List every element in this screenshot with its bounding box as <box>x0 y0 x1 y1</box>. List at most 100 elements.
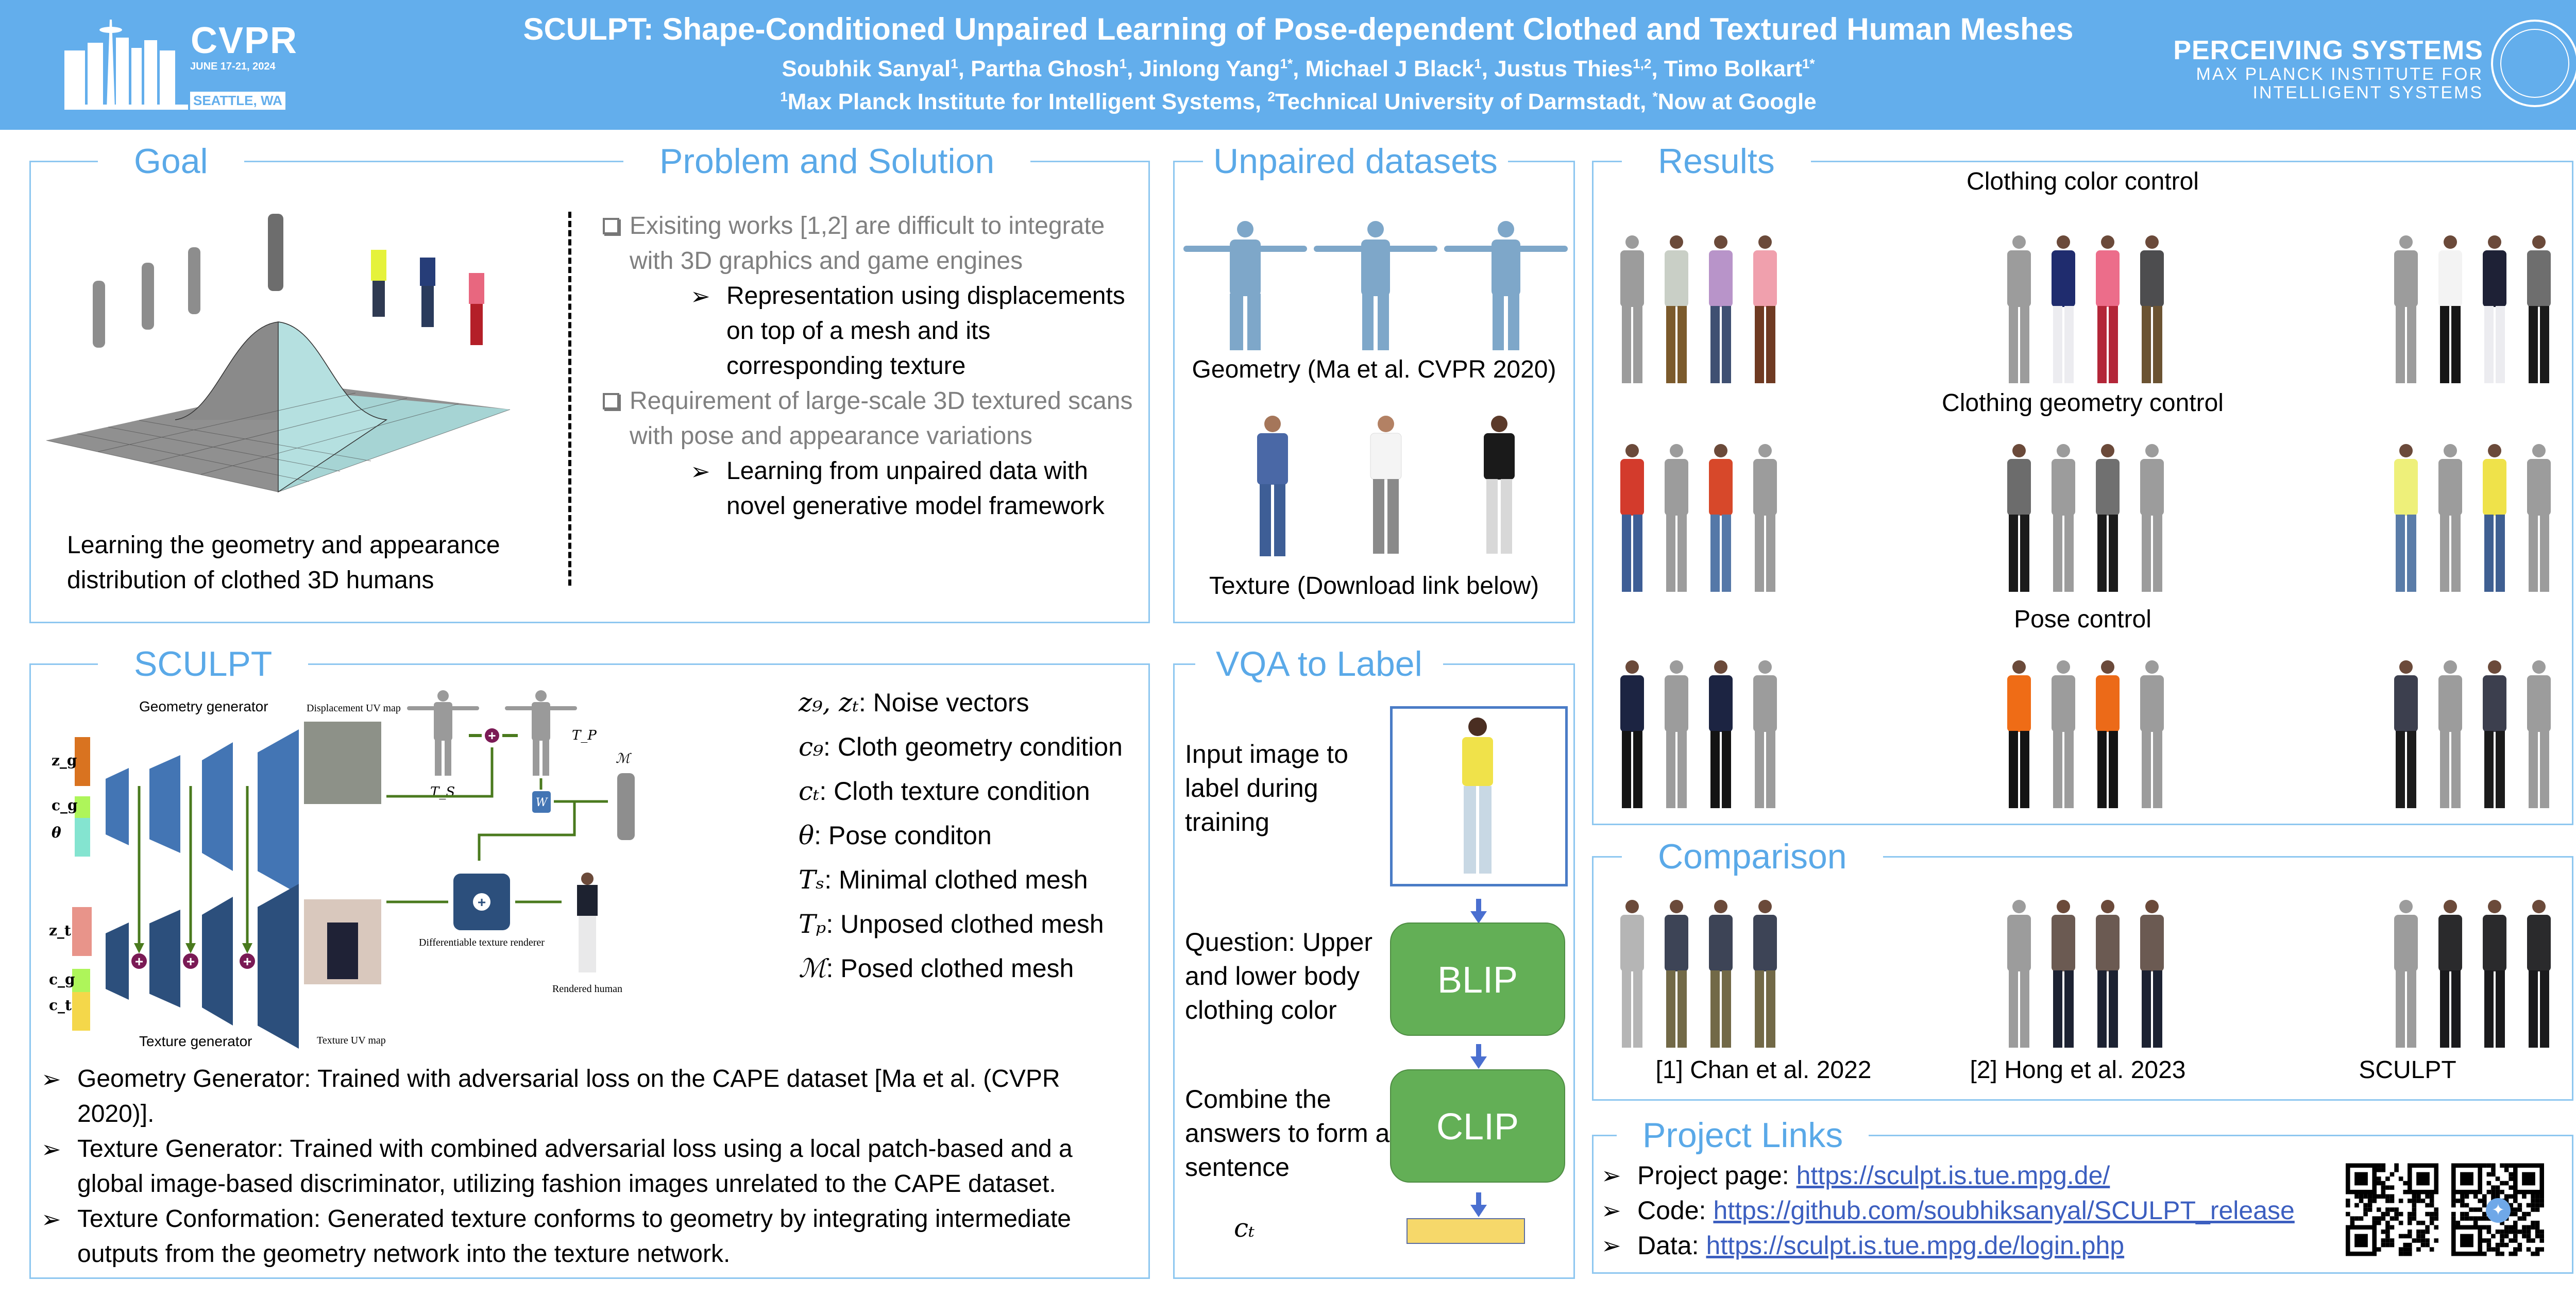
unposed-mesh-tp <box>543 740 549 776</box>
plus-node-icon <box>485 728 499 743</box>
input-symbol: c_t <box>49 997 72 1014</box>
textured-figures <box>371 250 484 345</box>
conference-dates: JUNE 17-21, 2024 <box>190 61 276 72</box>
institute-logo: PERCEIVING SYSTEMS MAX PLANCK INSTITUTE … <box>2154 36 2483 102</box>
links-title: Project Links <box>1617 1115 1869 1156</box>
legend-row: θ: Pose conditon <box>799 813 1149 858</box>
legend-description: : Minimal clothed mesh <box>824 865 1088 894</box>
pose-control-row <box>1614 641 2557 811</box>
minimal-mesh-ts <box>437 690 449 702</box>
fashion-photo <box>1484 416 1515 554</box>
flow-arrow-icon <box>1470 1044 1487 1069</box>
minimal-mesh-ts <box>434 702 452 741</box>
input-symbol: c_g <box>49 971 75 988</box>
displacement-uv-map-image <box>304 722 381 804</box>
plus-symbol: + <box>135 953 143 969</box>
input-fashion-photo <box>1462 718 1493 874</box>
cape-mesh-image <box>1183 221 1307 350</box>
theta-input-bar <box>75 818 90 857</box>
renderer-input-arrow <box>478 801 576 861</box>
c-g-input-bar <box>72 969 90 992</box>
arrowhead-icon <box>185 943 196 953</box>
input-symbol: z_t <box>49 922 71 939</box>
mesh-render <box>1665 444 1688 592</box>
flow-arrow-icon <box>1470 899 1487 924</box>
method-label: [2] Hong et al. 2023 <box>1970 1056 2186 1084</box>
poster-title: SCULPT: Shape-Conditioned Unpaired Learn… <box>523 12 2074 46</box>
figure-group <box>2388 896 2557 1051</box>
textured-render <box>2483 444 2506 592</box>
textured-render <box>2483 235 2506 383</box>
project-page-link[interactable]: https://sculpt.is.tue.mpg.de/ <box>1796 1161 2110 1190</box>
color-control-row <box>1614 216 2557 386</box>
bullet-text: Geometry Generator: Trained with adversa… <box>77 1065 1060 1128</box>
textured-render <box>2527 235 2551 383</box>
mesh-render <box>2140 444 2164 592</box>
renderer-label: Differentiable texture renderer <box>419 937 545 948</box>
solution-item: ➢ Learning from unpaired data with novel… <box>690 454 1144 524</box>
figure-group <box>2001 440 2170 595</box>
geometry-generator-block <box>149 755 180 853</box>
data-link[interactable]: https://sculpt.is.tue.mpg.de/login.php <box>1706 1231 2125 1260</box>
textured-render <box>1753 235 1777 383</box>
legend-row: Tₚ: Unposed clothed mesh <box>799 902 1149 946</box>
legend-symbol: Tₚ <box>799 909 826 939</box>
qr-code-project[interactable] <box>2346 1162 2438 1257</box>
plus-node-icon <box>240 953 255 969</box>
problem-item: Exisiting works [1,2] are difficult to i… <box>603 209 1144 279</box>
displacement-map-label: Displacement UV map <box>307 703 401 714</box>
conference-location: SEATTLE, WA <box>190 92 285 110</box>
sculpt-title: SCULPT <box>98 643 309 685</box>
poster-header: CVPR JUNE 17-21, 2024 SEATTLE, WA SCULPT… <box>0 0 2576 130</box>
geometry-samples <box>1180 203 1571 353</box>
qr-finder-pattern <box>2346 1225 2377 1256</box>
z-t-input-bar <box>72 907 92 956</box>
mesh-render <box>2527 660 2551 808</box>
rendered-human-image <box>577 885 598 916</box>
textured-render <box>1709 660 1733 808</box>
figure-group <box>1614 896 1783 1051</box>
legend-description: : Noise vectors <box>858 688 1029 717</box>
arrowhead-icon <box>242 943 252 953</box>
arrow-bullet-icon: ➢ <box>41 1206 61 1233</box>
results-title: Results <box>1622 141 1811 182</box>
plus-node-icon <box>183 953 198 969</box>
affiliation: *Now at Google <box>1652 89 1817 114</box>
w-label: W <box>536 796 549 809</box>
mesh-render <box>1665 660 1688 808</box>
flow-arrow-icon <box>1470 1192 1487 1217</box>
problem-title: Problem and Solution <box>623 141 1031 182</box>
legend-row: cₜ: Cloth texture condition <box>799 769 1149 813</box>
geometry-generator-block <box>258 729 299 894</box>
figure-group <box>1614 440 1783 595</box>
textured-render <box>2096 444 2120 592</box>
input-symbol: θ <box>52 824 61 841</box>
legend-symbol: z₉, zₜ <box>799 688 859 718</box>
plus-symbol: + <box>243 953 251 969</box>
textured-render <box>1620 444 1644 592</box>
affiliation: 2Technical University of Darmstadt <box>1267 89 1640 114</box>
arrowhead-icon <box>134 943 144 953</box>
legend-symbol: c₉ <box>799 732 824 762</box>
results-subtitle: Pose control <box>2014 606 2151 633</box>
textured-render <box>2096 235 2120 383</box>
goal-caption: Learning the geometry and appearance dis… <box>67 532 500 594</box>
figure-group <box>2388 440 2557 595</box>
method-label: SCULPT <box>2359 1056 2456 1084</box>
goal-title: Goal <box>98 141 244 182</box>
textured-render <box>1709 235 1733 383</box>
mesh-render <box>2052 444 2075 592</box>
code-link[interactable]: https://github.com/soubhiksanyal/SCULPT_… <box>1713 1196 2295 1225</box>
input-symbol: z_g <box>52 752 77 769</box>
unposed-mesh-tp <box>532 702 550 741</box>
mesh-figures <box>93 214 283 348</box>
texture-generator-block <box>202 897 233 1026</box>
figure-group <box>2388 657 2557 811</box>
plus-node-icon <box>131 953 147 969</box>
legend-row: z₉, zₜ: Noise vectors <box>799 680 1149 725</box>
arrow-bullet-icon: ➢ <box>41 1136 61 1163</box>
mesh-render <box>1753 444 1777 592</box>
mesh-render <box>2140 660 2164 808</box>
textured-render <box>2007 444 2031 592</box>
